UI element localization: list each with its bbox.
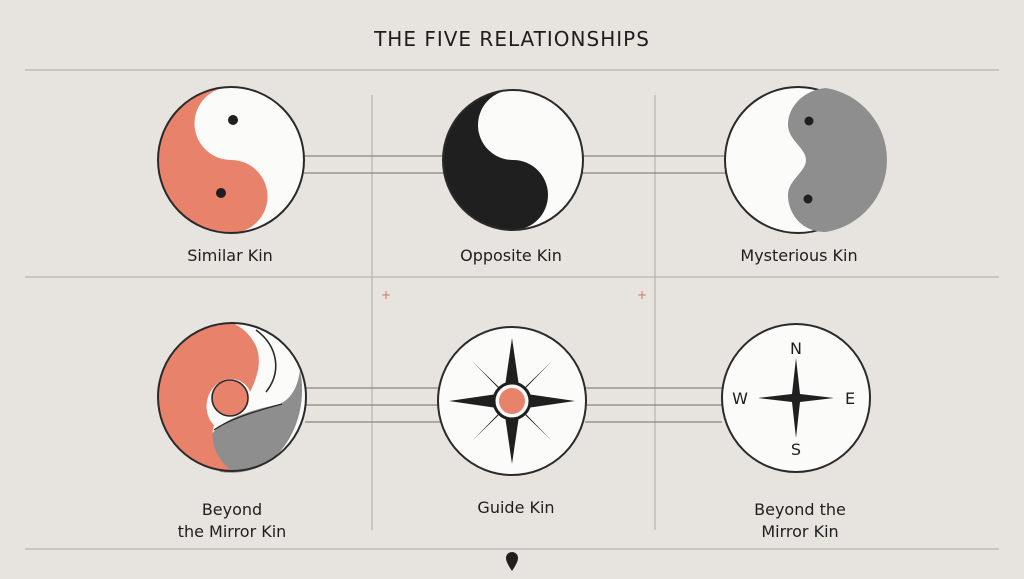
compass-east-label: E (845, 389, 855, 408)
connectors-row-1 (304, 155, 727, 174)
page-title: THE FIVE RELATIONSHIPS (374, 27, 650, 51)
connectors-row-2 (305, 387, 722, 423)
yin-yang-gray-icon (724, 86, 887, 234)
location-pin-icon (506, 552, 518, 571)
label-opposite-kin: Opposite Kin (460, 246, 562, 265)
compass-south-label: S (791, 440, 801, 459)
yin-yang-coral-icon (157, 86, 305, 234)
grid-lines (25, 69, 999, 550)
star-compass-icon (437, 326, 587, 476)
plus-marker-right: + (637, 288, 648, 302)
label-mysterious-kin: Mysterious Kin (740, 246, 858, 265)
plus-marker-left: + (381, 288, 392, 302)
compass-north-label: N (790, 339, 802, 358)
label-similar-kin: Similar Kin (187, 246, 273, 265)
compass-icon: N E S W (721, 323, 871, 473)
label-guide-kin: Guide Kin (477, 498, 555, 517)
label-beyond-mirror-right: Beyond the Mirror Kin (754, 500, 846, 541)
yin-yang-black-icon (442, 89, 584, 231)
swirl-mirror-icon (157, 322, 307, 473)
label-beyond-mirror-left: Beyond the Mirror Kin (177, 500, 287, 541)
compass-west-label: W (732, 389, 748, 408)
